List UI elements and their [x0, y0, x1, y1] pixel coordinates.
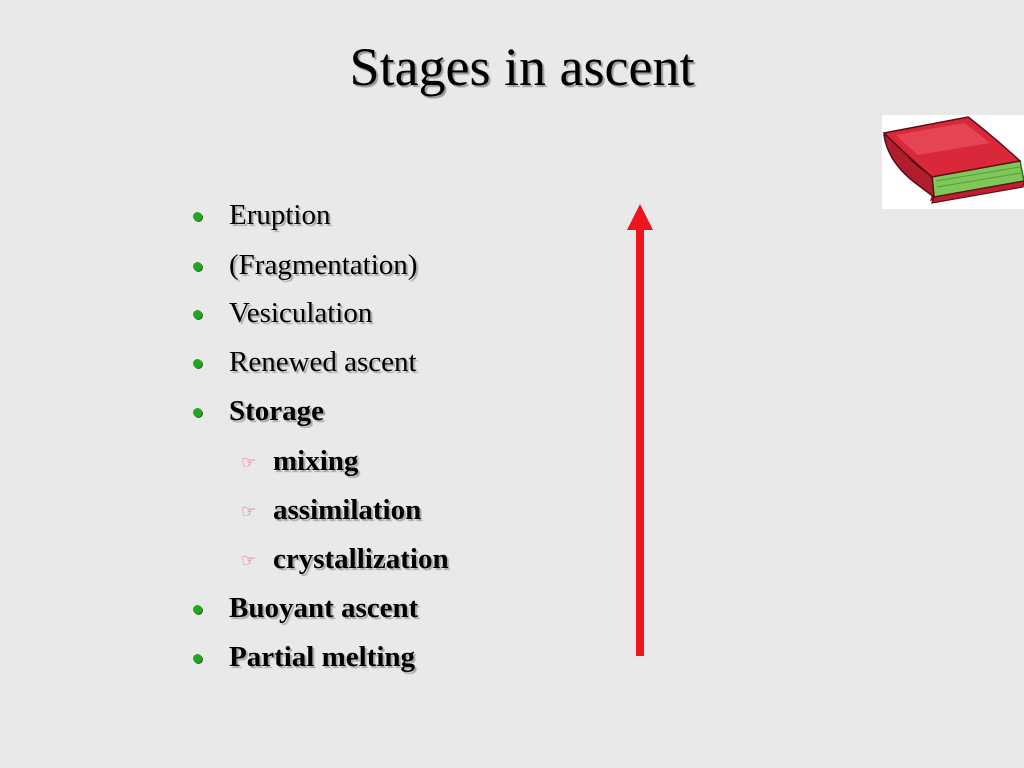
- list-item-label: assimilation: [273, 494, 422, 526]
- list-item: Buoyant ascent: [193, 591, 419, 625]
- list-item-label: Storage: [229, 395, 325, 427]
- list-item-label: Renewed ascent: [229, 346, 417, 378]
- green-dot-icon: [193, 605, 202, 614]
- pointing-hand-icon: ☞: [241, 453, 257, 473]
- slide-title: Stages in ascent: [349, 37, 695, 97]
- up-arrow-icon: [627, 204, 653, 656]
- list-item-label: Eruption: [229, 199, 331, 231]
- list-item: (Fragmentation): [193, 248, 418, 282]
- green-dot-icon: [193, 310, 202, 319]
- list-item-label: (Fragmentation): [229, 249, 418, 281]
- green-dot-icon: [193, 262, 202, 271]
- green-dot-icon: [193, 359, 202, 368]
- list-item-label: Buoyant ascent: [229, 592, 419, 624]
- list-item-label: crystallization: [273, 543, 449, 575]
- list-item: ☞ mixing: [241, 444, 359, 478]
- list-item: Storage: [193, 394, 325, 428]
- red-book-icon: [882, 115, 1024, 209]
- pointing-hand-icon: ☞: [241, 551, 257, 571]
- list-item: Renewed ascent: [193, 345, 417, 379]
- pointing-hand-icon: ☞: [241, 502, 257, 522]
- list-item: ☞ assimilation: [241, 493, 422, 527]
- list-item: ☞ crystallization: [241, 542, 449, 576]
- list-item-label: Partial melting: [229, 641, 416, 673]
- green-dot-icon: [193, 408, 202, 417]
- list-item: Partial melting: [193, 640, 416, 674]
- list-item-label: Vesiculation: [229, 297, 373, 329]
- green-dot-icon: [193, 212, 202, 221]
- list-item: Eruption: [193, 198, 331, 232]
- list-item-label: mixing: [273, 445, 359, 477]
- list-item: Vesiculation: [193, 296, 373, 330]
- green-dot-icon: [193, 654, 202, 663]
